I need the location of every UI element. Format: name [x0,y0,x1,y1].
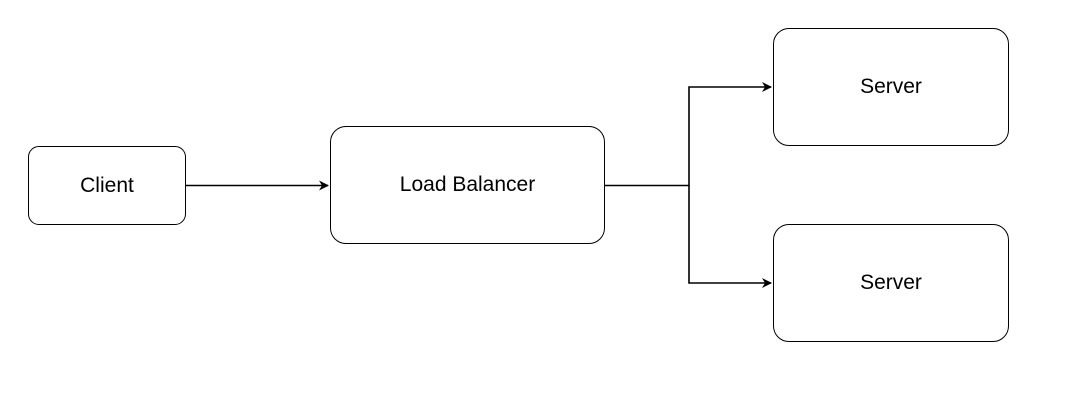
node-client-label: Client [80,173,134,197]
node-load-balancer-label: Load Balancer [399,173,536,196]
edge-load-balancer-to-server-top [605,82,772,187]
edge-load-balancer-to-server-bottom [688,185,772,288]
node-server-bottom[interactable]: Server [773,224,1009,342]
node-server-top-label: Server [860,75,922,98]
node-server-bottom-label: Server [860,271,922,294]
node-client[interactable]: Client [28,146,186,225]
node-server-top[interactable]: Server [773,28,1009,146]
node-load-balancer[interactable]: Load Balancer [330,126,605,244]
